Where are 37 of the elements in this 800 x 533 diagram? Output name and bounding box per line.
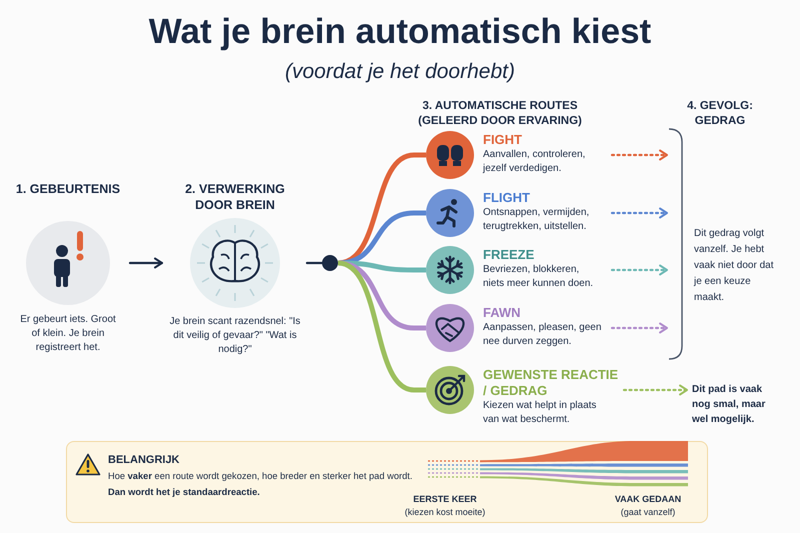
route-title: FLIGHT — [483, 190, 531, 206]
column-heading: 4. GEVOLG: GEDRAG — [686, 99, 754, 129]
stage-label: EERSTE KEER — [412, 494, 478, 504]
info-panel — [66, 441, 708, 523]
stage-note: (gaat vanzelf) — [620, 507, 676, 517]
route-title: FIGHT — [483, 132, 523, 148]
dotted-arrow — [610, 322, 668, 334]
route-description: Kiezen wat helpt in plaats van wat beschermt. — [483, 399, 598, 427]
stage-label: VAAK GEDAAN — [614, 494, 682, 504]
description-text: Je brein scant razendsnel: "Is dit veilig of gevaar?" "Wat is nodig?" — [168, 315, 302, 357]
stage-note: (kiezen kost moeite) — [404, 507, 486, 517]
panel-text: Hoe vaker een route wordt gekozen, hoe breder en sterker het pad wordt. — [108, 470, 412, 483]
step-heading: 2. VERWERKING DOOR BREIN — [184, 181, 286, 213]
route-line — [337, 260, 426, 392]
panel-heading: BELANGRIJK — [108, 453, 180, 467]
route-description: Bevriezen, blokkeren, niets meer kunnen doen. — [483, 263, 594, 291]
column-heading: 3. AUTOMATISCHE ROUTES (GELEERD DOOR ERVARING) — [417, 99, 583, 129]
connector-line — [306, 262, 324, 264]
dotted-arrow — [610, 150, 668, 160]
route-description: Aanpassen, pleasen, geen nee durven zeggen. — [483, 321, 602, 349]
route-title: GEWENSTE REACTIE / GEDRAG — [483, 367, 620, 399]
description-text: Er gebeurt iets. Groot of klein. Je brein registreert het. — [19, 313, 117, 355]
panel-text: Dan wordt het je standaardreactie. — [108, 486, 260, 499]
note-text: Dit pad is vaak nog smal, maar wel mogelijk. — [692, 383, 766, 427]
step-heading: 1. GEBEURTENIS — [14, 181, 122, 197]
subtitle: (voordat je het doorhebt) — [284, 60, 516, 84]
note-text: Dit gedrag volgt vanzelf. Je hebt vaak niet door dat je een keuze maakt. — [694, 227, 774, 305]
junction-dot — [322, 255, 338, 271]
route-description: Ontsnappen, vermijden, terugtrekken, uitstellen. — [483, 206, 590, 234]
title: Wat je brein automatisch kiest — [148, 12, 652, 52]
route-description: Aanvallen, controleren, jezelf verdedigen. — [483, 148, 586, 176]
dotted-arrow — [610, 208, 668, 218]
dotted-arrow — [610, 264, 668, 276]
dotted-arrow — [622, 384, 688, 396]
route-title: FAWN — [483, 305, 522, 321]
arrow — [128, 258, 164, 268]
route-title: FREEZE — [483, 247, 536, 263]
